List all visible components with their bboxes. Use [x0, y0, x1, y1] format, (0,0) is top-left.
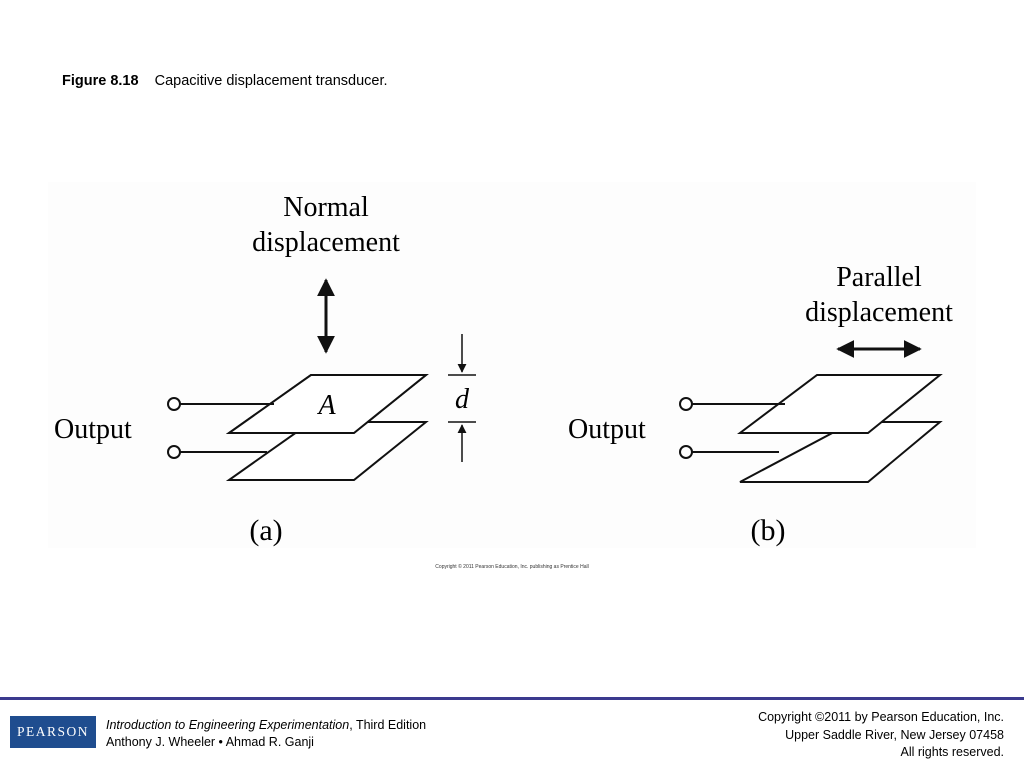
- terminal-top-b: [679, 397, 693, 411]
- output-label-a: Output: [54, 414, 132, 445]
- gap-label: d: [455, 384, 470, 415]
- footer-rule: [0, 697, 1024, 700]
- slide-title: Figure 8.18 Capacitive displacement tran…: [62, 72, 388, 90]
- panel-a: Normal displacement A Output d (a): [54, 192, 476, 547]
- transducer-diagram: Normal displacement A Output d (a) P: [54, 192, 953, 547]
- plate-bottom-b: [739, 421, 943, 483]
- normal-label-line2: displacement: [252, 227, 400, 258]
- pearson-logo: PEARSON: [10, 716, 96, 748]
- panel-a-label: (a): [249, 514, 282, 547]
- book-authors: Anthony J. Wheeler • Ahmad R. Ganji: [106, 735, 314, 749]
- plate-top-b: [737, 374, 943, 434]
- terminal-bottom-a: [167, 445, 181, 459]
- figure-panel: Normal displacement A Output d (a) P: [48, 182, 976, 548]
- panel-b: Parallel displacement Output (b): [568, 262, 953, 547]
- plate-bottom-a: [225, 421, 429, 481]
- copyright-block: Copyright ©2011 by Pearson Education, In…: [758, 709, 1004, 762]
- book-info: Introduction to Engineering Experimentat…: [106, 717, 426, 751]
- parallel-label-line2: displacement: [805, 297, 953, 328]
- copyright-line-1: Copyright ©2011 by Pearson Education, In…: [758, 710, 1004, 724]
- book-edition: , Third Edition: [349, 718, 427, 732]
- parallel-label-line1: Parallel: [836, 262, 922, 293]
- terminal-top-a: [167, 397, 181, 411]
- plate-top-a-front: [225, 374, 429, 434]
- book-title-line: Introduction to Engineering Experimentat…: [106, 717, 426, 734]
- copyright-line-3: All rights reserved.: [900, 745, 1004, 759]
- terminal-bottom-b: [679, 445, 693, 459]
- figure-number: Figure 8.18: [62, 73, 139, 89]
- figure-caption: Capacitive displacement transducer.: [154, 73, 388, 89]
- copyright-line-2: Upper Saddle River, New Jersey 07458: [785, 727, 1004, 742]
- normal-label-line1: Normal: [283, 192, 369, 223]
- pearson-logo-text: PEARSON: [16, 724, 89, 739]
- figure-copyright: Copyright © 2011 Pearson Education, Inc.…: [435, 564, 589, 570]
- book-title: Introduction to Engineering Experimentat…: [106, 718, 350, 732]
- output-label-b: Output: [568, 414, 646, 445]
- panel-b-label: (b): [751, 514, 786, 547]
- area-label: A: [316, 390, 336, 421]
